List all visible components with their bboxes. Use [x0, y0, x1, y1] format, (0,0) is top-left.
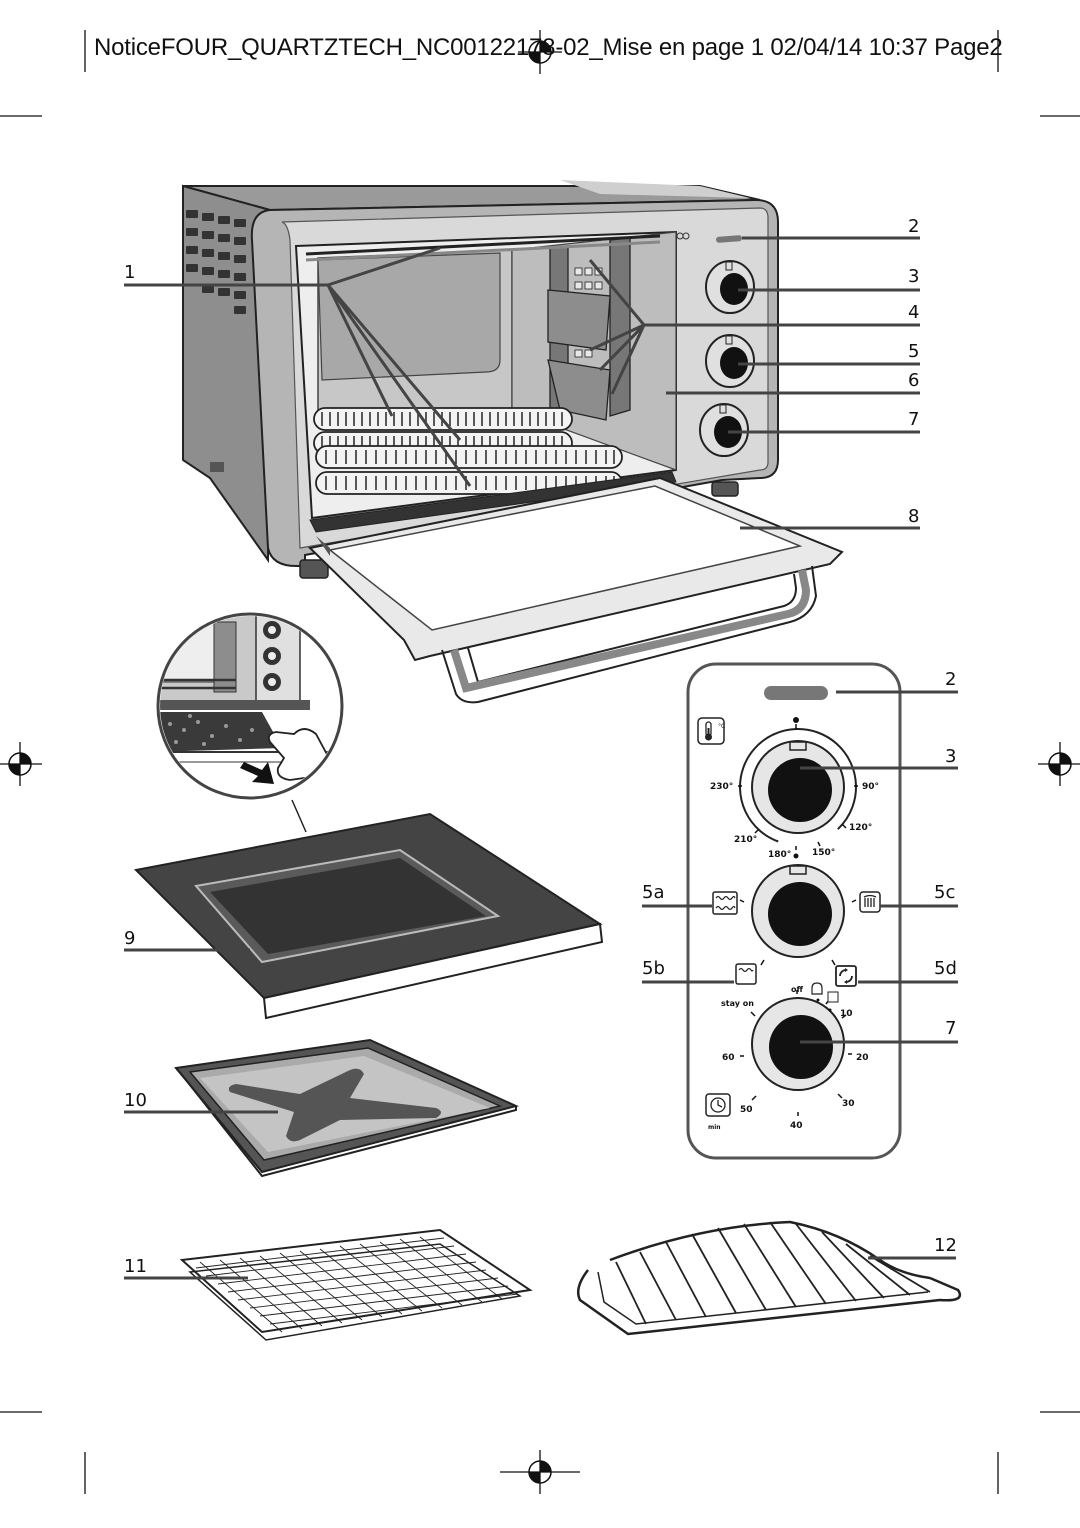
function-dial [739, 853, 857, 966]
timer-min: min [708, 1124, 721, 1131]
temp-90: 90° [862, 782, 879, 792]
callout-12: 12 [934, 1235, 957, 1256]
convection-fan-icon [835, 965, 857, 987]
panel-callout-5d: 5d [934, 958, 957, 979]
callout-2: 2 [908, 216, 919, 237]
callout-11: 11 [124, 1256, 147, 1277]
panel-callout-7: 7 [945, 1018, 956, 1039]
bottom-heat-icon [735, 963, 757, 985]
grill-icon [859, 891, 881, 913]
callout-lines [124, 236, 958, 1280]
timer-knob [699, 403, 749, 457]
top-heat-icon [712, 891, 738, 915]
panel-callout-5a: 5a [642, 882, 664, 903]
pointing-hand-icon [267, 728, 332, 781]
registration-mark-icon [518, 30, 562, 74]
callout-9: 9 [124, 928, 135, 949]
temp-120: 120° [849, 823, 872, 833]
registration-mark-icon [0, 742, 42, 786]
registration-mark-icon [500, 1450, 580, 1494]
callout-3: 3 [908, 266, 919, 287]
oven-door [307, 476, 844, 704]
timer-dial [740, 990, 852, 1116]
panel-callout-5b: 5b [642, 958, 665, 979]
thermostat-dial [738, 717, 858, 850]
timer-20: 20 [856, 1053, 869, 1063]
registration-mark-icon [1038, 742, 1080, 786]
timer-40: 40 [790, 1121, 803, 1131]
function-knob [705, 334, 755, 388]
arrow-down-icon [240, 762, 274, 784]
timer-10: 10 [840, 1009, 853, 1019]
callout-6: 6 [908, 370, 919, 391]
grill-rack [577, 1220, 962, 1336]
crumb-tray-inset [156, 612, 344, 833]
callout-4: 4 [908, 302, 919, 323]
callout-5: 5 [908, 341, 919, 362]
panel-callout-2: 2 [945, 669, 956, 690]
thermometer-label: °C [718, 723, 725, 730]
baking-tray [174, 1038, 519, 1178]
timer-50: 50 [740, 1105, 753, 1115]
clock-icon [705, 1093, 731, 1117]
control-panel-detail: °C 230° 210° 180° 150° 120° 90° [686, 662, 902, 1160]
timer-30: 30 [842, 1099, 855, 1109]
callout-10: 10 [124, 1090, 147, 1111]
thermometer-icon [697, 717, 725, 745]
crop-marks [0, 30, 1080, 1494]
temp-180: 180° [768, 850, 791, 860]
timer-stay-on: stay on [721, 999, 754, 1008]
timer-60: 60 [722, 1053, 735, 1063]
callout-7: 7 [908, 409, 919, 430]
callout-1: 1 [124, 262, 135, 283]
callout-8: 8 [908, 506, 919, 527]
wire-basket [179, 1228, 533, 1341]
temp-230: 230° [710, 782, 733, 792]
crumb-tray [133, 812, 604, 1020]
thermostat-knob [705, 260, 755, 314]
panel-callout-5c: 5c [934, 882, 955, 903]
temp-210: 210° [734, 835, 757, 845]
timer-off: off [791, 985, 803, 994]
temp-150: 150° [812, 848, 835, 858]
panel-callout-3: 3 [945, 746, 956, 767]
oven-illustration [182, 180, 844, 704]
